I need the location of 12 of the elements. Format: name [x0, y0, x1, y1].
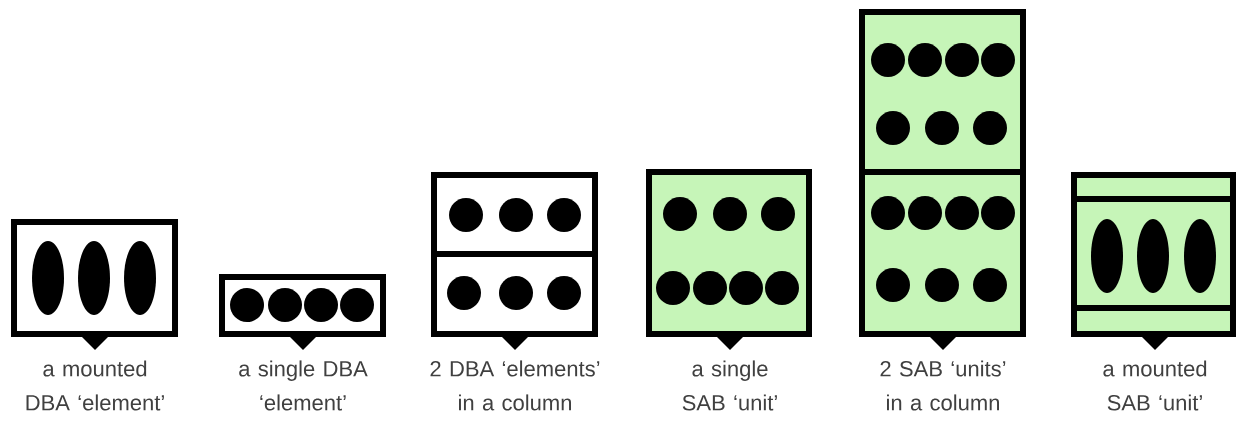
node-label: 2 DBA ‘elements’ in a column [430, 360, 600, 411]
mounting-base-drawing [431, 172, 598, 350]
mounting-base-drawing [1071, 172, 1236, 350]
mounting-base-drawing [646, 169, 812, 350]
node-label: a single SAB ‘unit’ [682, 360, 777, 411]
mounting-base-drawing [219, 274, 386, 350]
node-label: a mounted DBA ‘element’ [26, 360, 164, 411]
node-label: a single DBA ‘element’ [239, 360, 368, 411]
mounting-base-drawing [11, 219, 178, 350]
mounting-base-drawing [859, 9, 1026, 350]
node-label: 2 SAB ‘units’ in a column [880, 360, 1006, 411]
node-label: a mounted SAB ‘unit’ [1103, 360, 1207, 411]
